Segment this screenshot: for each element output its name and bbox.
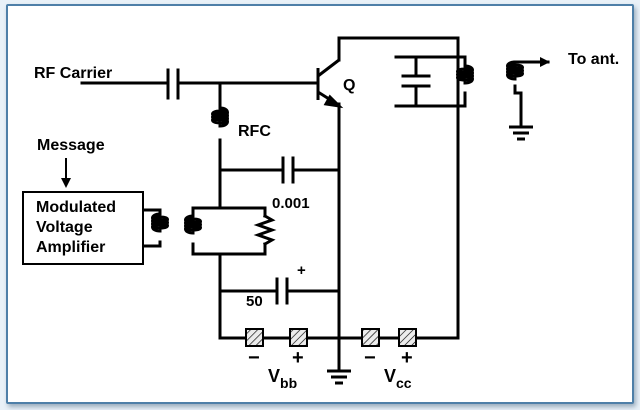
vbb-negative-terminal (245, 328, 264, 347)
rfc-coil (211, 106, 229, 128)
primary-coil-bottom-wire (142, 240, 162, 248)
primary-coil (151, 212, 169, 233)
vbb-positive-sign: + (292, 347, 304, 369)
circuit-ground (327, 369, 351, 385)
vbb-label-main: V (268, 366, 280, 386)
antenna-ground (509, 125, 533, 141)
emitter-arrow (323, 94, 344, 109)
mva-label-line-1: Modulated (36, 199, 116, 216)
vcc-label-sub: cc (396, 375, 412, 391)
message-label: Message (37, 137, 105, 154)
vcc-right-wire (414, 36, 460, 340)
vbb-label: Vbb (268, 366, 297, 391)
vcc-positive-sign: + (401, 347, 413, 369)
vbb-negative-sign: − (248, 347, 260, 369)
vcc-label-main: V (384, 366, 396, 386)
collector-wire (337, 36, 460, 62)
vcc-negative-sign: − (364, 347, 376, 369)
vbb-label-sub: bb (280, 375, 297, 391)
transistor-q (316, 58, 344, 109)
secondary-coil (184, 214, 202, 235)
antenna-label: To ant. (568, 51, 619, 68)
transistor-label: Q (343, 77, 355, 94)
rfc-label: RFC (238, 123, 271, 140)
resistor-zigzag (253, 213, 277, 247)
mva-label-line-3: Amplifier (36, 239, 105, 256)
left-lower-wire (218, 252, 248, 340)
transistor-collector-leg (317, 58, 340, 78)
vbb-positive-terminal (289, 328, 308, 347)
tank-coil (456, 64, 474, 85)
antenna-coil (506, 60, 524, 81)
antenna-coil-bottom-wire (513, 84, 523, 128)
mva-label-line-2: Voltage (36, 219, 93, 236)
modulated-voltage-amplifier-box (22, 191, 144, 265)
cap-50-value-label: 50 (246, 293, 263, 310)
vcc-positive-terminal (398, 328, 417, 347)
cap-50-plus-label: + (297, 262, 306, 279)
vcc-negative-terminal (361, 328, 380, 347)
vcc-label: Vcc (384, 366, 412, 391)
rf-carrier-label: RF Carrier (34, 65, 112, 82)
cap-001-value-label: 0.001 (272, 195, 310, 212)
